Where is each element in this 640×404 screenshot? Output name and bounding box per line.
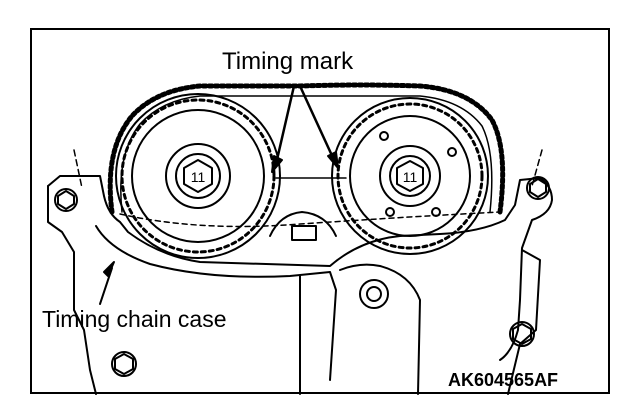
right-sprocket-teeth <box>336 102 484 250</box>
case-right-contour <box>507 249 541 395</box>
left-sprocket-teeth <box>120 98 276 254</box>
left-guide-bolt <box>54 188 78 212</box>
case-lower-right-bolt <box>509 321 535 347</box>
left-bolt-marking: 11 <box>191 169 206 185</box>
timing-chain-case-outline <box>47 175 553 361</box>
case-center-bolt <box>359 279 389 309</box>
timing-chain <box>107 82 506 215</box>
right-sprocket-face <box>349 115 471 237</box>
chain-case-leader <box>99 267 113 305</box>
right-guide-bolt <box>526 176 550 200</box>
case-lower-contour <box>299 263 421 395</box>
case-inner-flange <box>95 225 337 381</box>
case-lower-left-bolt <box>111 351 137 377</box>
case-left-edge <box>47 185 97 395</box>
right-bolt-marking: 11 <box>403 169 418 185</box>
figure-code-label: AK604565AF <box>448 370 559 390</box>
left-sprocket-hub <box>131 109 265 243</box>
left-sprocket-outer <box>115 93 281 259</box>
timing-chain-case-label: Timing chain case <box>42 306 227 332</box>
timing-mark-label: Timing mark <box>222 48 354 75</box>
right-sprocket-outer <box>331 97 489 255</box>
